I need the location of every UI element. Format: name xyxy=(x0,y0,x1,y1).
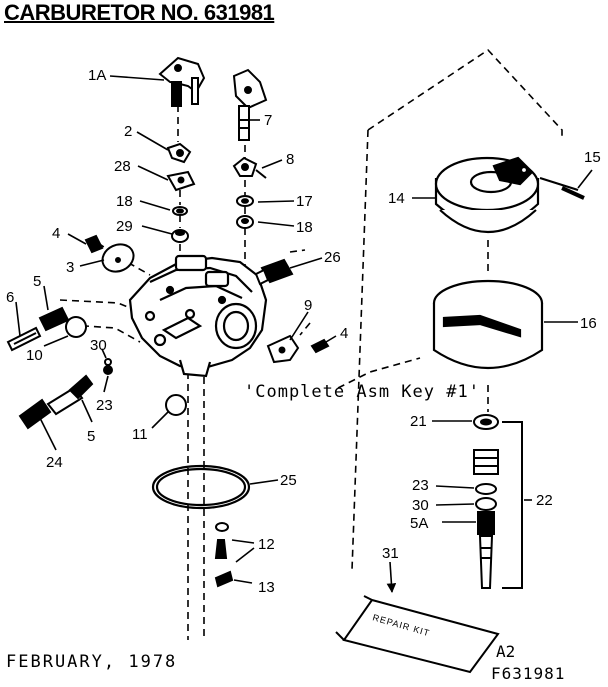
callout-18-right: 18 xyxy=(296,219,313,236)
callout-5-upper: 5 xyxy=(33,273,41,290)
callout-labels: 1A 2 28 18 29 4 3 5 6 10 30 23 24 5 11 7… xyxy=(6,67,601,596)
callout-1a: 1A xyxy=(88,67,106,84)
figure-id: F631981 xyxy=(491,664,566,683)
callout-26: 26 xyxy=(324,249,341,266)
small-parts-right xyxy=(232,156,267,229)
callout-9: 9 xyxy=(304,297,312,314)
valve-stack-bracket xyxy=(502,421,523,589)
callout-25: 25 xyxy=(280,472,297,489)
callout-24: 24 xyxy=(46,454,63,471)
callout-16: 16 xyxy=(580,315,597,332)
kit-arrow xyxy=(386,561,397,593)
needle-and-clip xyxy=(214,522,234,588)
callout-leaders xyxy=(15,75,593,584)
small-parts-left xyxy=(166,142,196,243)
adjusting-screws-left xyxy=(6,306,187,430)
callout-10: 10 xyxy=(26,347,43,364)
fuel-valve-stack xyxy=(473,414,499,589)
callout-13: 13 xyxy=(258,579,275,596)
callout-30-left: 30 xyxy=(90,337,107,354)
callout-21: 21 xyxy=(410,413,427,430)
float-assembly xyxy=(434,156,585,233)
choke-shaft-part xyxy=(232,68,268,141)
assembly-note: 'Complete Asm Key #1' xyxy=(244,382,480,402)
callout-29: 29 xyxy=(116,218,133,235)
callout-5-lower: 5 xyxy=(87,428,95,445)
callout-11: 11 xyxy=(132,426,148,443)
callout-7: 7 xyxy=(264,112,272,129)
throttle-shaft-part xyxy=(158,56,206,107)
callout-31: 31 xyxy=(382,545,399,562)
callout-22: 22 xyxy=(536,492,553,509)
callout-2: 2 xyxy=(124,123,132,140)
callout-23-left: 23 xyxy=(96,397,113,414)
footer-date: FEBRUARY, 1978 xyxy=(6,652,178,672)
carburetor-body xyxy=(128,254,268,378)
callout-15: 15 xyxy=(584,149,601,166)
callout-3: 3 xyxy=(66,259,74,276)
float-bowl xyxy=(432,279,544,370)
cover-plate-part xyxy=(266,334,330,364)
callout-30-right: 30 xyxy=(412,497,429,514)
callout-14: 14 xyxy=(388,190,405,207)
page-title: CARBURETOR NO. 631981 xyxy=(4,0,275,25)
fitting-part xyxy=(254,258,294,286)
repair-kit-package xyxy=(335,595,500,674)
callout-4-left: 4 xyxy=(52,225,60,242)
screw-and-disc-left xyxy=(84,234,135,273)
callout-18-left: 18 xyxy=(116,193,133,210)
assembly-guide-lines xyxy=(59,48,563,640)
callout-23-right: 23 xyxy=(412,477,429,494)
callout-17: 17 xyxy=(296,193,313,210)
callout-8: 8 xyxy=(286,151,294,168)
callout-12: 12 xyxy=(258,536,275,553)
callout-6: 6 xyxy=(6,289,14,306)
gasket-ring xyxy=(151,464,251,510)
callout-5a: 5A xyxy=(410,515,428,532)
callout-28: 28 xyxy=(114,158,131,175)
page-number: A2 xyxy=(496,642,516,661)
callout-4-right: 4 xyxy=(340,325,348,342)
